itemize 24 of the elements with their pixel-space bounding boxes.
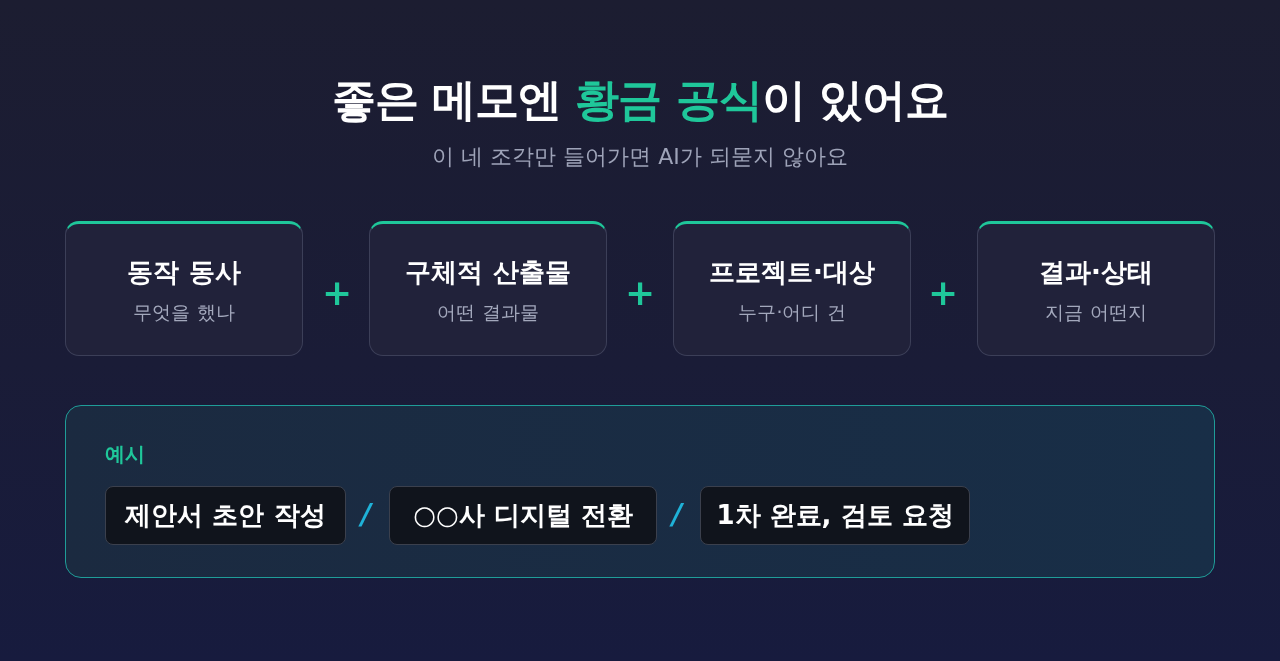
card-heading: 결과·상태 [1039, 255, 1153, 289]
card-heading: 구체적 산출물 [405, 255, 571, 289]
example-tag: ○○사 디지털 전환 [389, 486, 657, 545]
formula-card [65, 221, 303, 356]
card-description: 지금 어떤지 [1045, 299, 1147, 325]
example-tag: 1차 완료, 검토 요청 [700, 486, 970, 545]
plus-sign: + [624, 275, 656, 311]
card-heading: 프로젝트·대상 [709, 255, 875, 289]
plus-sign: + [927, 275, 959, 311]
plus-sign: + [321, 275, 353, 311]
card-description: 무엇을 했나 [133, 299, 235, 325]
example-tag: 제안서 초안 작성 [105, 486, 346, 545]
example-panel [65, 405, 1215, 578]
title: 좋은 메모엔 황금 공식이 있어요 [331, 73, 949, 127]
slash-separator: / [671, 499, 683, 531]
formula-card [977, 221, 1215, 356]
formula-card [673, 221, 911, 356]
card-heading: 동작 동사 [127, 255, 241, 289]
slash-separator: / [360, 499, 372, 531]
subtitle: 이 네 조각만 들어가면 AI가 되묻지 않아요 [432, 143, 848, 171]
card-description: 누구·어디 건 [738, 299, 846, 325]
panel-heading: 예시 [105, 441, 145, 468]
formula-card [369, 221, 607, 356]
card-description: 어떤 결과물 [437, 299, 539, 325]
